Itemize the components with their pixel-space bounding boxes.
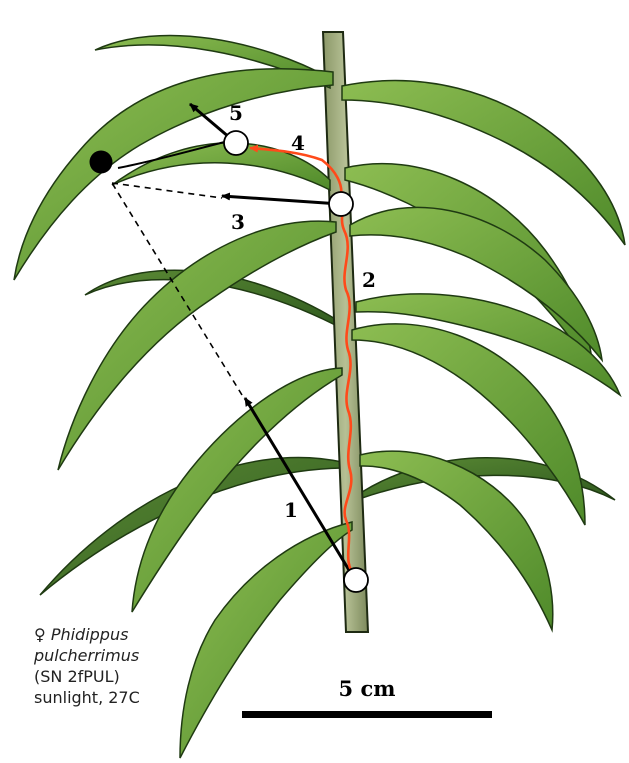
specimen-id: (SN 2fPUL) [34, 666, 204, 687]
conditions: sunlight, 27C [34, 687, 204, 708]
position-end [224, 131, 248, 155]
step-label-4: 4 [291, 131, 305, 155]
leaf [132, 368, 342, 612]
spider-marker [90, 151, 113, 174]
step-label-3: 3 [231, 210, 245, 234]
position-mid [329, 192, 353, 216]
step-label-1: 1 [284, 498, 298, 522]
arrow-3 [222, 196, 340, 204]
step-label-5: 5 [229, 101, 243, 125]
female-symbol: ♀ [34, 625, 46, 644]
scale-bar-label: 5 cm [300, 676, 434, 701]
dashed-line [112, 183, 222, 198]
position-start [344, 568, 368, 592]
caption-line-1: ♀ Phidippus [34, 624, 204, 645]
leaf [180, 522, 352, 758]
species-name: pulcherrimus [34, 645, 204, 666]
scale-bar [242, 711, 492, 718]
species-caption: ♀ Phidippus pulcherrimus (SN 2fPUL) sunl… [34, 624, 204, 708]
leaf [58, 221, 336, 470]
step-label-2: 2 [362, 268, 376, 292]
genus-name: Phidippus [51, 625, 129, 644]
